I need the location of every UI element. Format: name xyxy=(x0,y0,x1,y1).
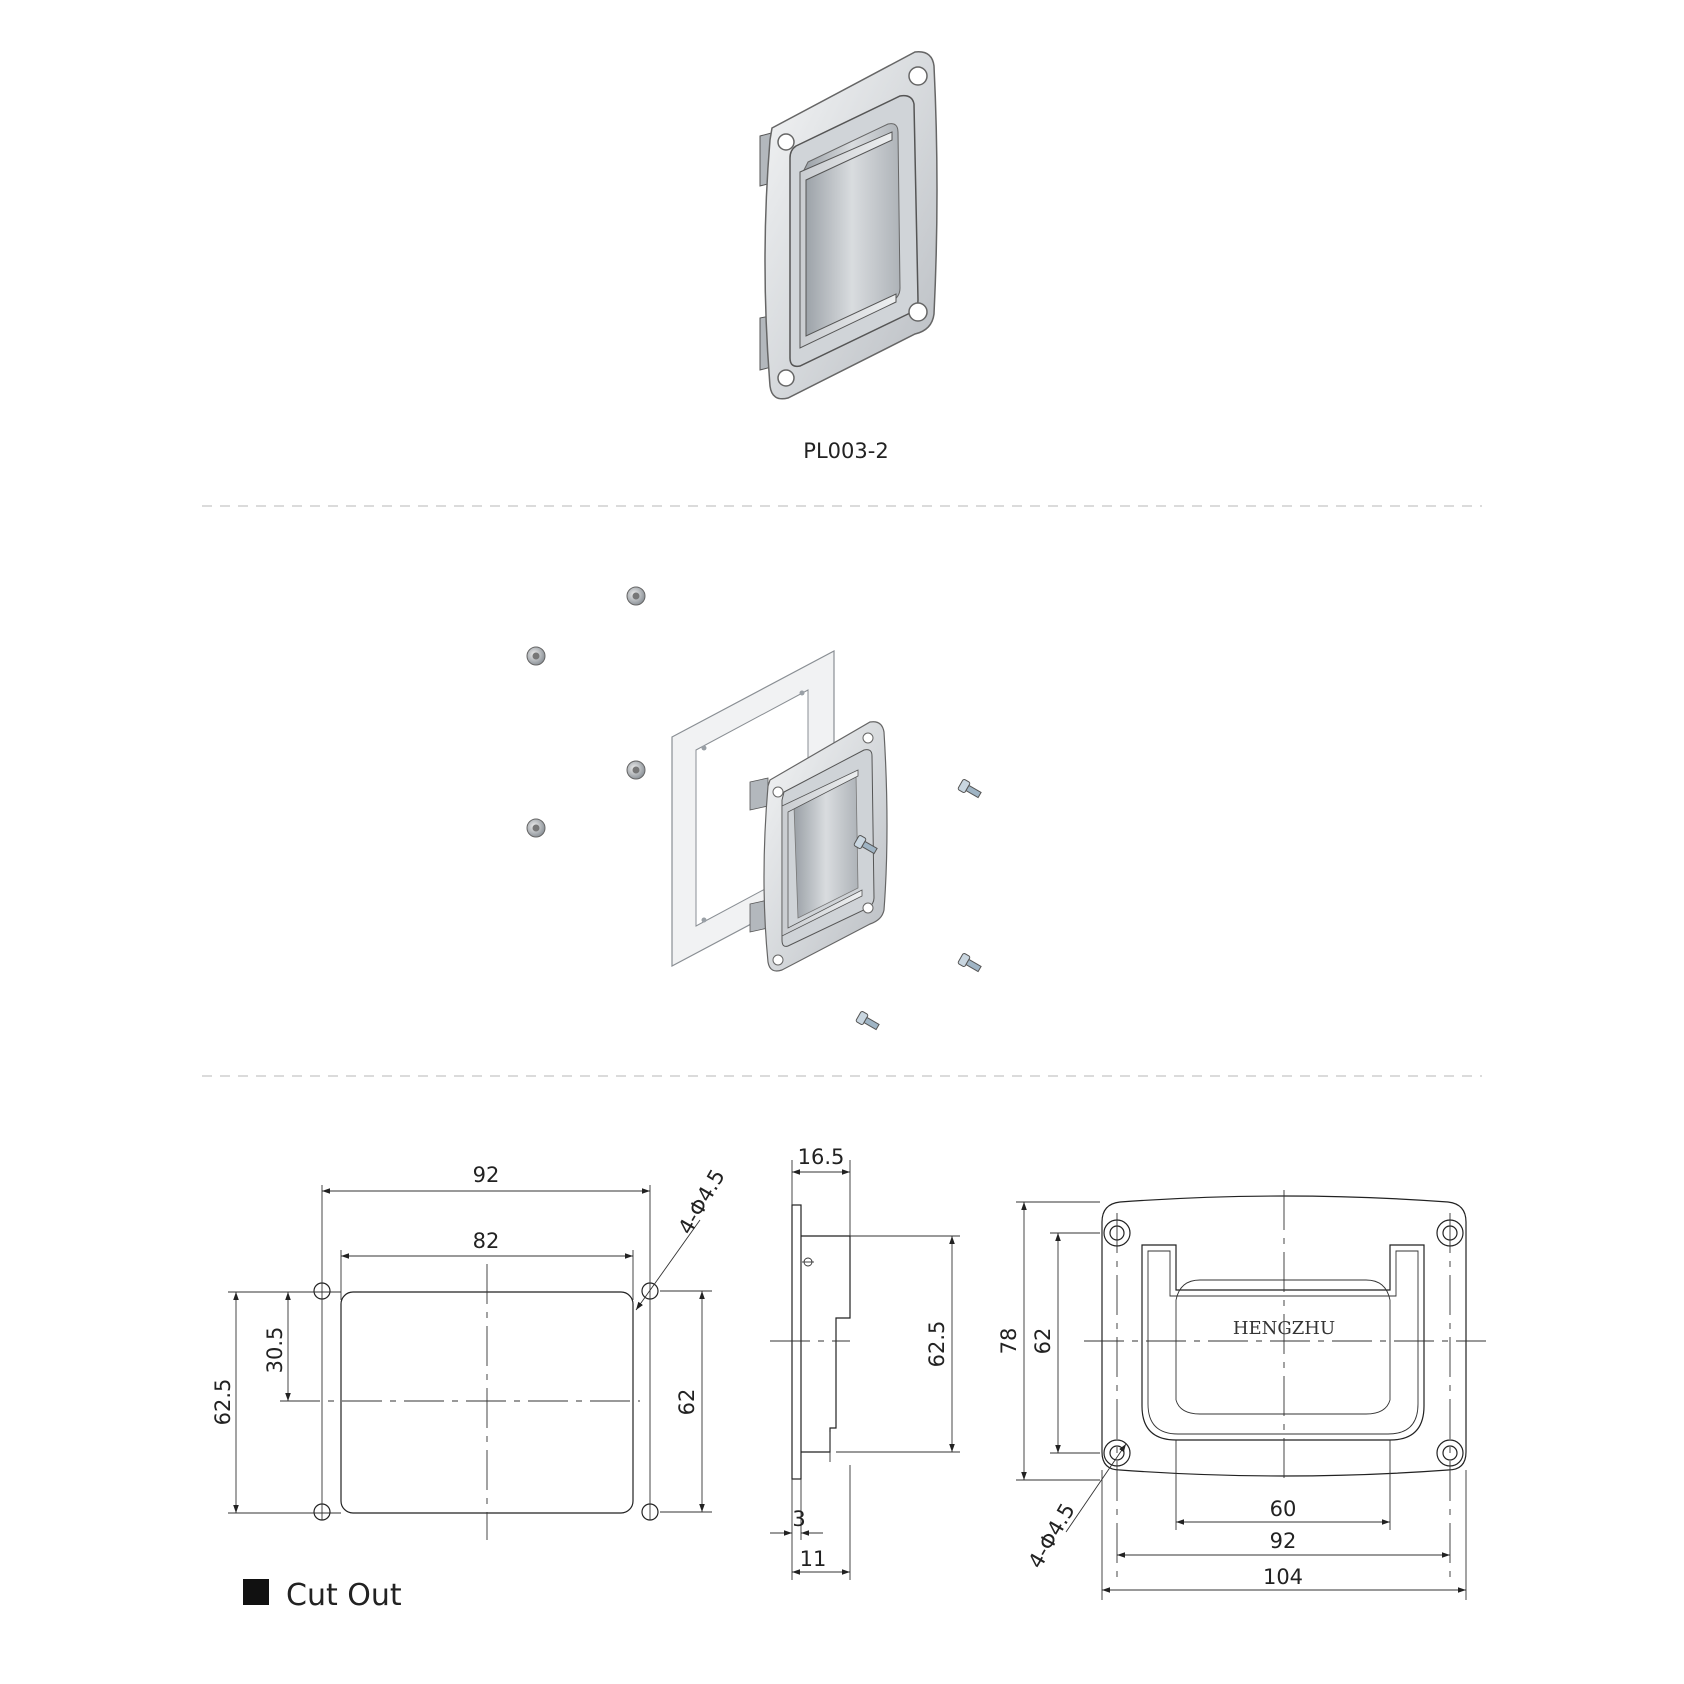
side-height: 62.5 xyxy=(925,1321,949,1368)
front-hole-pitch-vertical: 62 xyxy=(1031,1328,1055,1355)
cutout-hole-pitch: 62 xyxy=(675,1389,699,1416)
nut-icon xyxy=(526,586,646,838)
cutout-outer-width: 92 xyxy=(473,1163,500,1187)
side-view-drawing xyxy=(770,1160,960,1580)
side-overall-depth: 11 xyxy=(800,1547,827,1571)
front-height: 78 xyxy=(997,1328,1021,1355)
side-plate-thickness: 3 xyxy=(792,1507,805,1531)
front-hole-pitch-horizontal: 92 xyxy=(1270,1529,1297,1553)
model-caption: PL003-2 xyxy=(803,439,888,463)
side-depth: 16.5 xyxy=(798,1145,845,1169)
front-brand: HENGZHU xyxy=(1233,1318,1335,1339)
cutout-hole-callout: 4-Φ4.5 xyxy=(674,1165,730,1238)
front-view-drawing xyxy=(1016,1190,1486,1600)
front-handle-width: 60 xyxy=(1270,1497,1297,1521)
front-width: 104 xyxy=(1263,1565,1303,1589)
cutout-inner-width: 82 xyxy=(473,1229,500,1253)
exploded-view xyxy=(526,586,982,1031)
panel-hole-icon xyxy=(701,745,707,751)
cutout-half-height: 30.5 xyxy=(263,1327,287,1374)
cutout-drawing xyxy=(228,1185,712,1540)
legend-label: Cut Out xyxy=(286,1578,402,1613)
cutout-outer-height: 62.5 xyxy=(211,1379,235,1426)
legend-swatch-icon xyxy=(243,1579,269,1605)
screw-icon xyxy=(853,779,982,1031)
front-hole-callout: 4-Φ4.5 xyxy=(1024,1499,1080,1572)
product-render xyxy=(759,51,938,400)
